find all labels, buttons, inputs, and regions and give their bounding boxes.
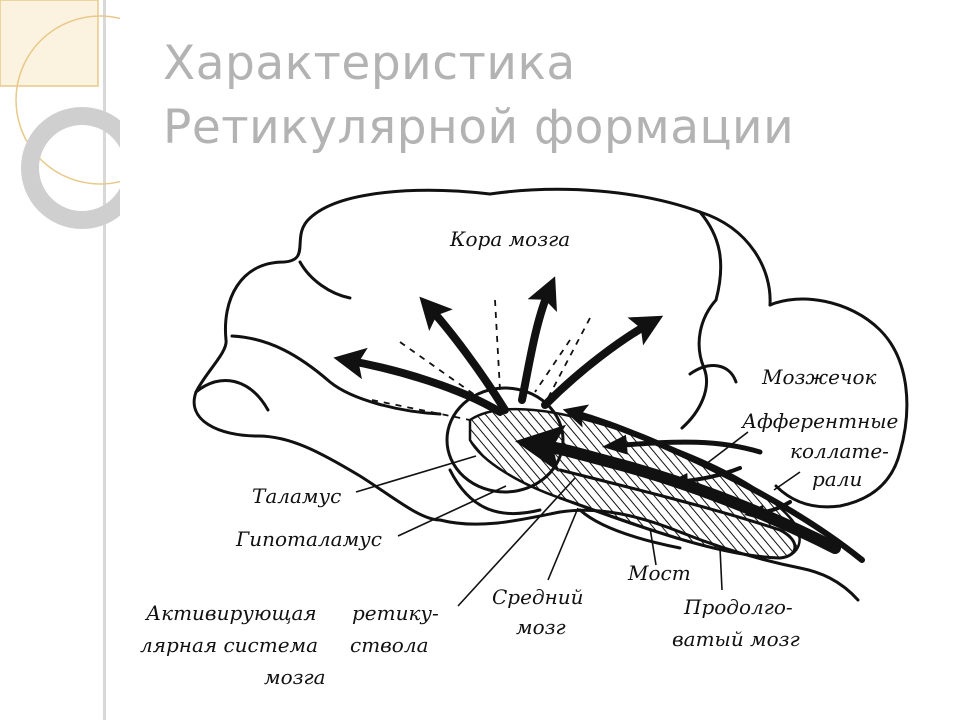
arrow-up-right: [541, 315, 664, 409]
pons-leader: [649, 527, 657, 566]
label-cerebellum: Мозжечок: [761, 365, 876, 389]
afferent-leader: [705, 431, 749, 465]
slide-title: Характеристика Ретикулярной формации: [163, 36, 795, 155]
medulla-leader: [719, 547, 723, 591]
decor-gold-circle: [15, 15, 120, 185]
pons-contour: [578, 508, 682, 550]
arrow-up: [518, 276, 557, 404]
hypothalamus-outline: [448, 468, 542, 516]
label-midbrain-2: мозг: [516, 615, 566, 639]
afferent-arrows: [515, 404, 865, 563]
activating-leader: [457, 477, 576, 607]
label-medulla-1: Продолго-: [683, 595, 793, 619]
label-afferent-3: рали: [812, 467, 862, 491]
cerebellum-fold: [688, 364, 738, 384]
sulcus-3: [298, 260, 352, 300]
label-midbrain-1: Средний: [492, 585, 584, 609]
label-activating-1a: Активирующая: [144, 601, 317, 625]
arrow-left: [333, 347, 504, 416]
sulcus-2: [194, 378, 270, 412]
label-hypothalamus: Гипоталамус: [235, 527, 382, 551]
dashed-projections: [371, 299, 591, 421]
label-activating-2a: лярная система: [140, 633, 318, 657]
slide-left-rule: [103, 0, 106, 720]
label-medulla-2: ватый мозг: [672, 627, 800, 651]
diagram-labels: Кора мозга Мозжечок Афферентные коллате-…: [140, 227, 898, 689]
label-activating-1b: ретику-: [352, 601, 439, 625]
collateral-arrow-1: [602, 434, 763, 455]
main-ascending-arrow: [515, 424, 841, 554]
label-afferent-1: Афферентные: [740, 409, 898, 433]
label-cortex: Кора мозга: [449, 227, 570, 251]
ascending-arrows: [333, 276, 664, 416]
hypothalamus-leader: [397, 485, 507, 537]
label-activating-2b: ствола: [350, 633, 429, 657]
corner-decoration: [0, 0, 120, 229]
sulcus-4: [698, 210, 723, 302]
decor-grey-circle: [21, 107, 120, 229]
collateral-arrow-2: [668, 466, 742, 489]
label-activating-3: мозга: [264, 665, 326, 689]
label-afferent-2: коллате-: [790, 439, 889, 463]
upper-afferent-arrow: [562, 404, 865, 563]
leader-lines: [355, 431, 801, 607]
collateral-leader: [773, 471, 801, 491]
label-pons: Мост: [627, 561, 691, 585]
midbrain-leader: [547, 507, 579, 581]
arrow-up-left: [419, 296, 509, 414]
thalamus-leader: [355, 455, 477, 493]
label-thalamus: Таламус: [252, 484, 341, 508]
collateral-arrow-3: [744, 500, 792, 521]
sulcus-1: [230, 334, 442, 416]
